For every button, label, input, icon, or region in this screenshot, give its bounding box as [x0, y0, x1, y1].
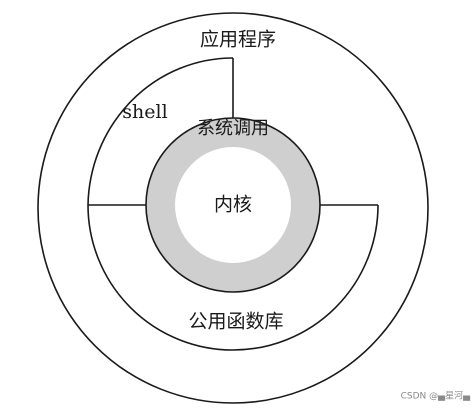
shell-outer-arc [87, 57, 234, 206]
shell-label: shell [122, 101, 167, 123]
kernel-label: 内核 [214, 194, 252, 216]
libraries-label: 公用函数库 [188, 311, 283, 333]
watermark-text: CSDN @▄星河▄ [401, 390, 471, 402]
system-calls-label: 系统调用 [197, 118, 269, 139]
libraries-outer-arc [87, 204, 379, 351]
kernel-core [175, 147, 291, 263]
applications-label: 应用程序 [200, 29, 276, 51]
